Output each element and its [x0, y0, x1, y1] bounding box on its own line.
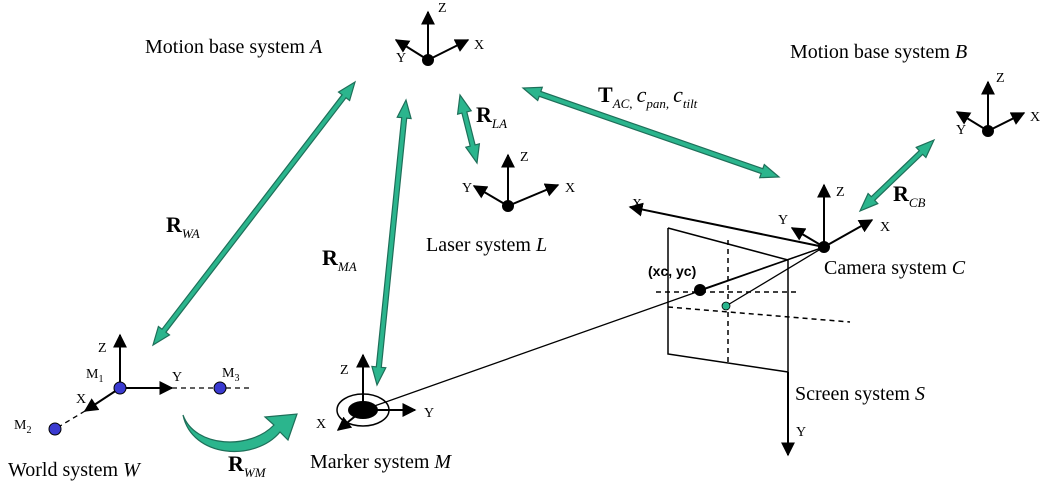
axis-x-C: X [880, 220, 890, 235]
image-point-dot [694, 284, 706, 296]
axis-x-L: X [565, 181, 575, 196]
screen-plane [656, 227, 851, 373]
marker-point-m3 [213, 381, 227, 395]
axes-B [955, 80, 1026, 132]
label-R-MA: RMA [322, 245, 357, 274]
axis-y-A: Y [396, 51, 406, 66]
axis-z-L: Z [520, 150, 529, 165]
marker-point-m1 [113, 381, 127, 395]
axis-y-C: Y [778, 213, 788, 228]
axis-y-S: Y [796, 425, 806, 440]
origin-B [982, 125, 994, 137]
label-system-W: World system W [8, 459, 142, 481]
label-system-C: Camera system C [824, 257, 966, 279]
principal-point-dot [721, 301, 731, 311]
marker-point-m2 [48, 422, 62, 436]
axis-y-L: Y [462, 181, 472, 196]
axis-y-M: Y [424, 406, 434, 421]
label-R-WM: RWM [228, 451, 267, 480]
axis-x-M: X [316, 417, 326, 432]
image-point-label: (xc, yc) [648, 263, 696, 279]
axis-x-camera-optical: X [632, 197, 642, 212]
axis-y-B: Y [956, 123, 966, 138]
transform-arrows [151, 80, 936, 387]
axes-W [83, 333, 174, 412]
origin-A [422, 54, 434, 66]
axis-x-B: X [1030, 110, 1040, 125]
label-system-L: Laser system L [426, 234, 547, 256]
arrow-R-CB [858, 138, 936, 213]
label-system-M: Marker system M [310, 451, 452, 473]
axes-M [336, 353, 417, 431]
axes-A [394, 10, 470, 61]
arrow-R-MA [371, 98, 412, 387]
axis-y-W: Y [172, 370, 182, 385]
label-T-AC: TAC,cpan,ctilt [598, 82, 698, 111]
label-R-CB: RCB [893, 181, 926, 210]
axis-z-M: Z [340, 363, 349, 378]
label-m3: M3 [222, 366, 239, 384]
arrow-R-WM [182, 413, 298, 452]
axis-x-W: X [76, 392, 86, 407]
origin-L [502, 200, 514, 212]
label-m2: M2 [14, 418, 31, 436]
axis-x-A: X [474, 38, 484, 53]
label-system-S: Screen system S [795, 383, 925, 405]
arrow-R-WA [151, 80, 357, 347]
axis-z-B: Z [996, 71, 1005, 86]
label-system-A: Motion base system A [145, 36, 323, 58]
projection-rays [362, 246, 825, 411]
axes-L [472, 153, 560, 207]
axes-C [628, 183, 874, 248]
label-R-LA: RLA [476, 102, 507, 131]
label-R-WA: RWA [166, 212, 200, 241]
label-m1: M1 [86, 367, 103, 385]
axis-z-W: Z [98, 341, 107, 356]
arrow-R-LA [456, 93, 481, 165]
axis-z-C: Z [836, 185, 845, 200]
axis-z-A: Z [438, 1, 447, 16]
arrow-T-AC [521, 86, 781, 179]
label-system-B: Motion base system B [790, 41, 967, 63]
